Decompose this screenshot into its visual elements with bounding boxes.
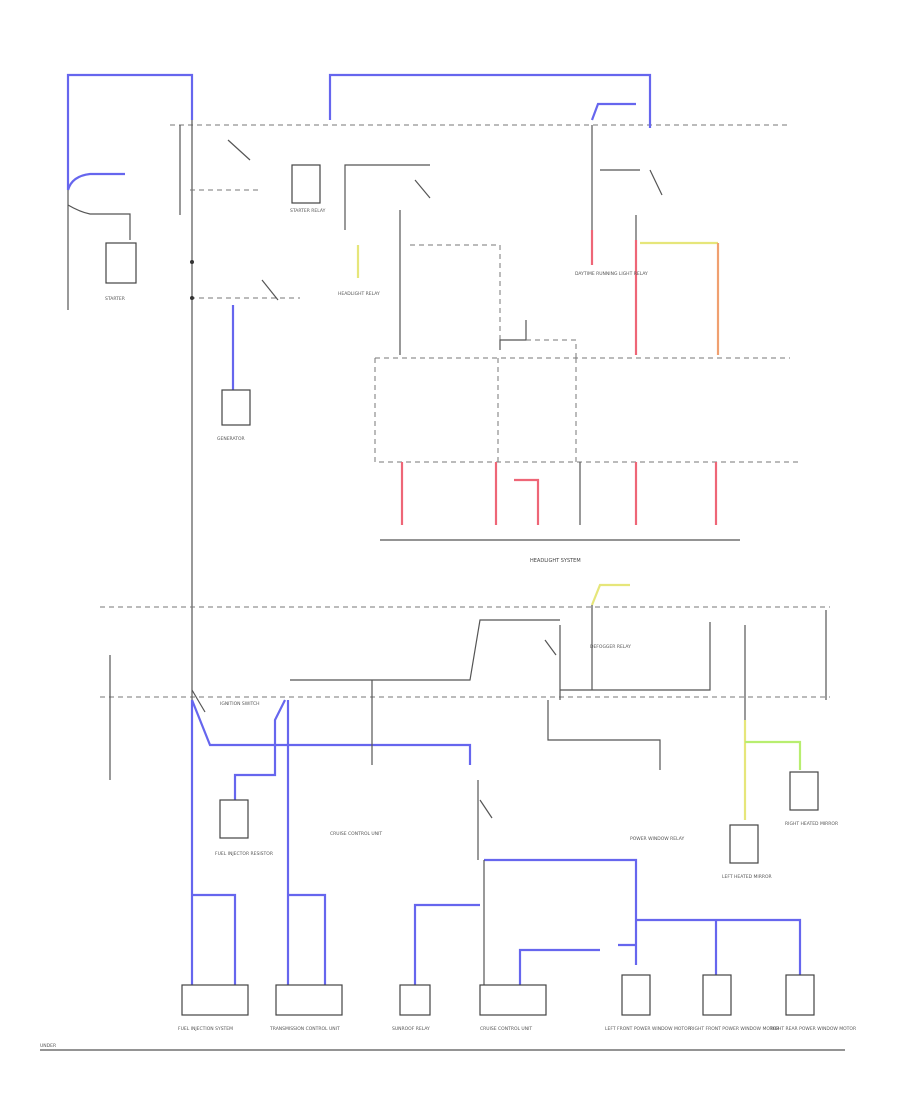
starter-relay-label: STARTER RELAY [290,208,326,214]
bottom-wiring [190,700,600,985]
power-window-relay: POWER WINDOW RELAY [484,836,802,975]
starter: STARTER [105,242,137,302]
daytime-running-lamp-relay: DAYTIME RUNNING LIGHT RELAY [575,125,720,355]
transmission-control-unit-label: TRANSMISSION CONTROL UNIT [269,1026,340,1032]
cruise-control-label: CRUISE CONTROL UNIT [480,1026,532,1032]
defogger-relay-label: DEFOGGER RELAY [590,644,631,650]
daytime-running-lamp-relay-label: DAYTIME RUNNING LIGHT RELAY [575,271,648,277]
left-front-power-window-motor [621,974,651,1016]
footer-code: UNDER [40,1043,56,1049]
generator: GENERATOR [217,389,251,442]
power-window-relay-label: POWER WINDOW RELAY [630,836,684,842]
right-heated-mirror [789,771,819,811]
headlight-relay-label: HEADLIGHT RELAY [338,291,380,297]
left-fuse-block [190,139,300,395]
right-rear-power-window-motor [785,974,815,1016]
battery-feed-wires [66,73,194,310]
middle-fuse-bus: DEFOGGER RELAY [100,583,830,780]
right-rear-power-window-motor-label: RIGHT REAR POWER WINDOW MOTOR [770,1026,856,1032]
top-fuse-bus [170,73,790,610]
starter-label: STARTER [105,296,125,302]
left-heated-mirror [729,824,759,864]
fuel-injector-resistor-label: FUEL INJECTOR RESISTOR [215,851,273,857]
fuel-injection-system [181,984,249,1016]
fuel-injection-system-label: FUEL INJECTION SYSTEM [178,1026,233,1032]
bottom-border: UNDER [40,1043,845,1051]
left-front-power-window-motor-label: LEFT FRONT POWER WINDOW MOTOR [605,1026,691,1032]
headlight-relay: HEADLIGHT RELAY [338,164,501,355]
cruise-control-unit-label: CRUISE CONTROL UNIT [330,831,382,837]
headlight-system: HEADLIGHT SYSTEM [374,320,800,564]
right-front-power-window-motor [702,974,732,1016]
sunroof-relay-label: SUNROOF RELAY [392,1026,430,1032]
right-heated-mirror-label: RIGHT HEATED MIRROR [785,821,838,827]
generator-label: GENERATOR [217,436,245,442]
right-front-power-window-motor-label: RIGHT FRONT POWER WINDOW MOTOR [690,1026,779,1032]
cruise-control-connector [479,984,547,1016]
bottom-connectors: FUEL INJECTION SYSTEM TRANSMISSION CONTR… [178,974,856,1032]
fuel-injector-resistor: FUEL INJECTOR RESISTOR [215,799,273,857]
ignition-switch: IGNITION SWITCH [190,689,472,800]
ignition-switch-label: IGNITION SWITCH [220,701,260,707]
sunroof-relay [399,984,431,1016]
cruise-control-unit: CRUISE CONTROL UNIT [330,680,661,860]
left-heated-mirror-label: LEFT HEATED MIRROR [722,874,772,880]
headlight-system-label: HEADLIGHT SYSTEM [530,558,581,564]
heated-mirrors: RIGHT HEATED MIRROR LEFT HEATED MIRROR [722,720,838,880]
transmission-control-unit [275,984,343,1016]
starter-relay: STARTER RELAY [290,164,326,214]
